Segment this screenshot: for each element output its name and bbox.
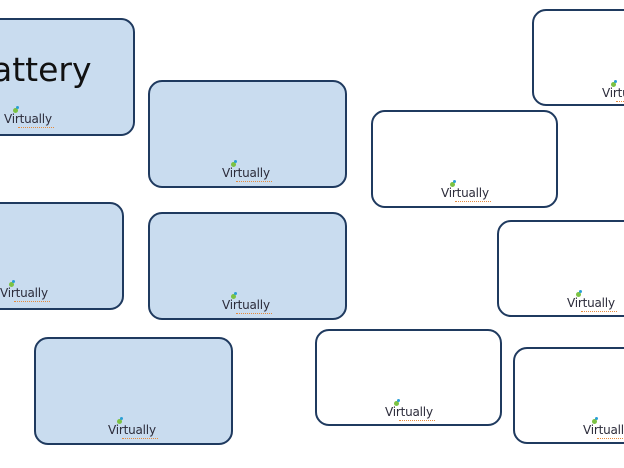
virtually-logo-icon: Virtually bbox=[222, 160, 286, 188]
virtually-logo-icon: Virtually bbox=[441, 180, 505, 208]
word-card[interactable]: Virtually bbox=[0, 202, 124, 310]
word-card[interactable]: Virtually bbox=[315, 329, 502, 426]
word-card[interactable]: Virtually bbox=[148, 212, 347, 320]
word-card[interactable]: attery Virtually bbox=[0, 18, 135, 136]
word-card[interactable]: Virtually bbox=[497, 220, 624, 317]
word-card[interactable]: Virtually bbox=[148, 80, 347, 188]
virtually-logo-icon: Virtually bbox=[583, 417, 624, 445]
virtually-logo-icon: Virtually bbox=[222, 292, 286, 320]
virtually-logo-icon: Virtually bbox=[108, 417, 172, 445]
word-card[interactable]: Virtually bbox=[513, 347, 624, 444]
virtually-logo-icon: Virtually bbox=[602, 80, 624, 108]
card-word: attery bbox=[0, 50, 92, 89]
word-card[interactable]: Virtually bbox=[371, 110, 558, 208]
word-card[interactable]: Virtually bbox=[532, 9, 624, 106]
virtually-logo-icon: Virtually bbox=[567, 290, 624, 318]
virtually-logo-icon: Virtually bbox=[385, 399, 449, 427]
virtually-logo-icon: Virtually bbox=[4, 106, 68, 134]
virtually-logo-icon: Virtually bbox=[0, 280, 64, 308]
word-card[interactable]: Virtually bbox=[34, 337, 233, 445]
